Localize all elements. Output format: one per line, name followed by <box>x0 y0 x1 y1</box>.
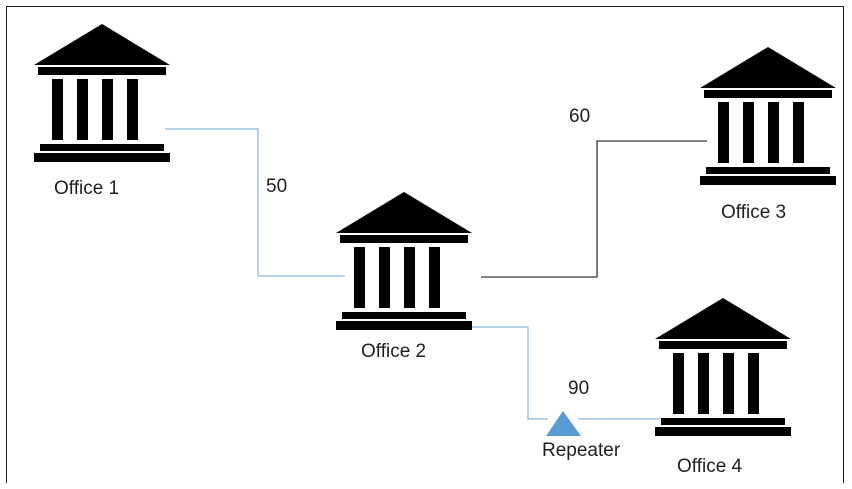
office1-building-icon <box>34 24 170 162</box>
link-office2-office3 <box>481 140 707 278</box>
edge-label-office2-office4: 90 <box>568 378 590 399</box>
office3-building-icon <box>700 47 836 185</box>
office2-building-icon <box>336 192 472 330</box>
office4-label: Office 4 <box>677 456 743 477</box>
edge-label-office2-office3: 60 <box>569 106 591 127</box>
repeater-triangle-icon <box>546 411 581 436</box>
diagram-frame <box>6 6 844 483</box>
link-office1-office2 <box>165 128 345 277</box>
edge-label-office1-office2: 50 <box>266 176 288 197</box>
link-office2-repeater <box>470 326 548 420</box>
office3-label: Office 3 <box>721 202 787 223</box>
office4-building-icon <box>655 298 791 436</box>
office1-label: Office 1 <box>54 178 120 199</box>
office2-label: Office 2 <box>361 341 427 362</box>
repeater-label: Repeater <box>542 440 621 461</box>
